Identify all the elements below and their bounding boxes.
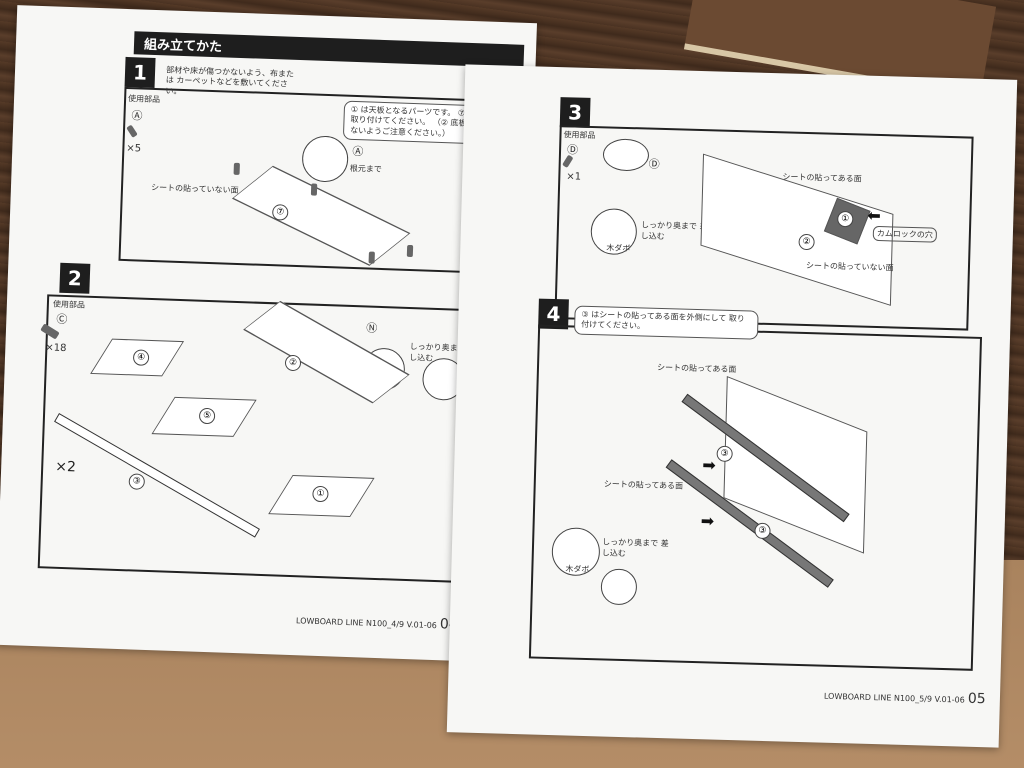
- step-2-parts-label: 使用部品: [52, 299, 86, 310]
- cam-bolt-2: [310, 183, 318, 196]
- step-1-detail-part: Ⓐ: [352, 144, 364, 159]
- step-1-part: Ⓐ: [131, 109, 143, 123]
- step-3-parts-label: 使用部品: [563, 130, 596, 141]
- step-3-quantity: ×1: [566, 171, 582, 183]
- cam-bolt-3: [368, 251, 375, 264]
- step-4-arrow-2: ➡: [700, 511, 715, 531]
- cam-bolt-4: [406, 244, 414, 258]
- right-footer-text: LOWBOARD LINE N100_5/9 V.01-06: [823, 691, 965, 705]
- left-footer-text: LOWBOARD LINE N100_4/9 V.01-06: [295, 616, 438, 631]
- step-4-sheet-label-top: シートの貼ってある面: [656, 362, 737, 375]
- step-4-dowel-text: しっかり奥まで 差し込む: [601, 537, 669, 559]
- step-1-quantity: ×5: [126, 143, 142, 155]
- instruction-page-right: 3 使用部品 Ⓓ ×1 Ⓓ 木ダボ しっかり奥まで 差し込む シートの貼ってある…: [446, 64, 1018, 748]
- step-3-dowel-caption: 木ダボ: [606, 243, 631, 254]
- step-4-arrow-1: ➡: [702, 455, 717, 475]
- step-3-badge: 3: [559, 97, 591, 128]
- step-1-detail-text: 根元まで: [349, 163, 382, 174]
- step-4-dowel-caption: 木ダボ: [565, 564, 590, 575]
- step-2-multiplier: ×2: [54, 458, 77, 476]
- right-page-number: 05: [967, 690, 986, 708]
- step-1-badge: 1: [124, 56, 156, 88]
- step-3-cam-label: カムロックの穴: [872, 225, 938, 243]
- step-2-part: Ⓒ: [56, 312, 68, 327]
- step-3-arrow: ⬅: [867, 205, 882, 226]
- step-2-detail-part: Ⓝ: [366, 321, 378, 335]
- step-2-quantity: ×18: [45, 342, 67, 355]
- step-1-parts-label: 使用部品: [127, 94, 161, 105]
- step-4-sheet-label-mid: シートの貼ってある面: [603, 479, 684, 491]
- step-2-badge: 2: [59, 262, 91, 294]
- step-3-cam-part: Ⓓ: [648, 157, 660, 171]
- cam-bolt-1: [233, 162, 240, 175]
- step-4-note: ③ はシートの貼ってある面を外側にして 取り付けてください。: [573, 305, 759, 340]
- left-page-footer: LOWBOARD LINE N100_4/9 V.01-0604: [296, 611, 458, 633]
- step-1-note-top: 部材や床が傷つかないよう、布または カーペットなどを敷いてください。: [165, 65, 295, 96]
